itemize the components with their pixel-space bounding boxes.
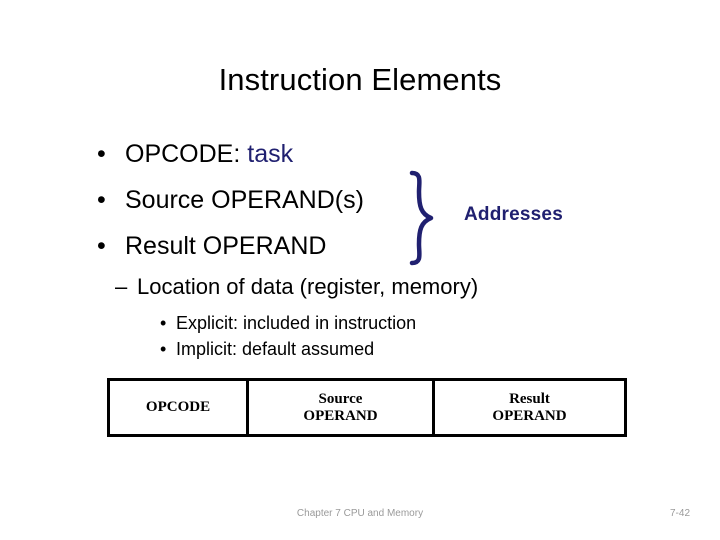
table-cell-line: OPCODE: [145, 399, 211, 415]
table-cell-result-operand: Result OPERAND: [435, 381, 624, 434]
bullet-dot-icon: •: [97, 140, 106, 168]
right-curly-brace-icon: [404, 170, 440, 266]
list-item-label: Result OPERAND: [125, 232, 327, 260]
level3-bullet-list: • Explicit: included in instruction • Impl…: [158, 310, 558, 362]
list-item-accent-label: task: [247, 140, 294, 168]
table-cell-opcode: OPCODE: [110, 381, 249, 434]
level2-list-item-label: Location of data (register, memory): [137, 274, 479, 299]
bullet-dot-icon: •: [160, 313, 167, 333]
list-item-label: Implicit: default assumed: [176, 339, 375, 359]
instruction-format-table: OPCODE Source OPERAND Result OPERAND: [107, 378, 627, 437]
table-cell-line: Source: [318, 390, 363, 407]
page-title: Instruction Elements: [218, 62, 502, 97]
bullet-dot-icon: •: [97, 186, 106, 214]
list-item: • Source OPERAND(s): [92, 177, 452, 223]
list-item-label: Source OPERAND(s): [125, 186, 364, 214]
footer-page-number: 7-42: [669, 508, 690, 519]
table-cell-source-operand: Source OPERAND: [249, 381, 435, 434]
list-item: • Implicit: default assumed: [158, 336, 558, 362]
en-dash-bullet-icon: –: [115, 274, 128, 299]
list-item: • OPCODE: task: [92, 131, 452, 177]
list-item: • Result OPERAND: [92, 223, 452, 269]
bullet-dot-icon: •: [97, 232, 106, 260]
table-cell-line: OPERAND: [303, 407, 378, 424]
list-item-label: OPCODE:: [125, 140, 248, 168]
level1-bullet-list: • OPCODE: task • Source OPERAND(s) • Result…: [92, 131, 452, 269]
list-item-label: Explicit: included in instruction: [176, 313, 417, 333]
addresses-callout-label: Addresses: [464, 204, 563, 225]
list-item: • Explicit: included in instruction: [158, 310, 558, 336]
table-cell-line: Result: [509, 390, 550, 407]
table-cell-line: OPERAND: [492, 407, 567, 424]
footer-chapter-label: Chapter 7 CPU and Memory: [296, 508, 424, 519]
level2-list-item: –Location of data (register, memory): [115, 272, 478, 302]
bullet-dot-icon: •: [160, 339, 167, 359]
